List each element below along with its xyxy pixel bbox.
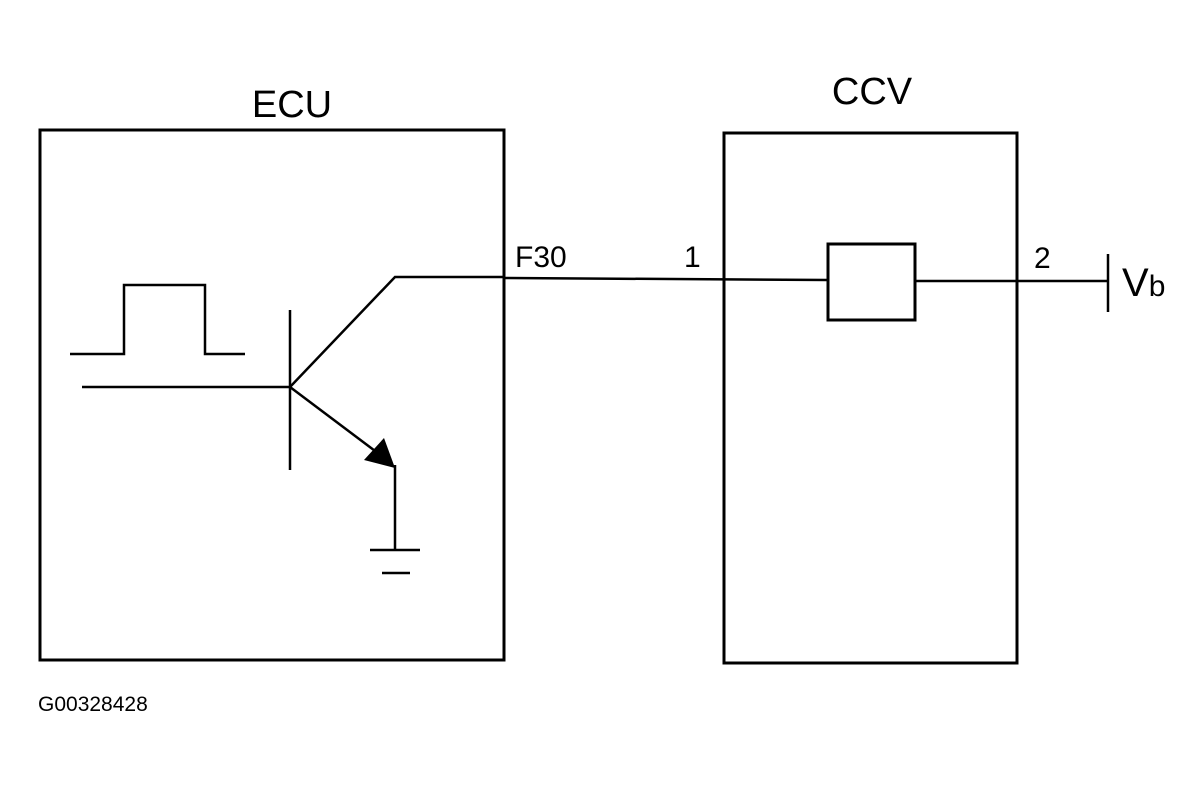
ccv-title: CCV	[832, 71, 913, 113]
figure-id: G00328428	[38, 693, 148, 716]
supply-label-sub: b	[1149, 270, 1166, 303]
transistor-emitter	[289, 386, 384, 458]
ccv-block: CCV 1 2	[684, 71, 1051, 665]
emitter-arrow-icon	[364, 438, 395, 468]
ccv-pin1-label: 1	[684, 241, 701, 274]
supply-label: Vb	[1122, 261, 1165, 305]
ground-icon	[370, 548, 420, 575]
ecu-block: ECU	[38, 84, 506, 662]
ecu-box	[38, 128, 506, 662]
signal-wire	[503, 276, 829, 282]
npn-transistor-icon	[82, 275, 504, 550]
solenoid-coil-icon	[826, 242, 917, 322]
ecu-title: ECU	[252, 84, 332, 126]
ccv-box	[722, 131, 1019, 665]
ccv-pin2-label: 2	[1034, 242, 1051, 275]
pulse-waveform-icon	[70, 283, 245, 356]
supply-label-main: V	[1122, 261, 1149, 305]
transistor-collector	[289, 275, 504, 388]
ecu-pin-label: F30	[515, 241, 567, 274]
